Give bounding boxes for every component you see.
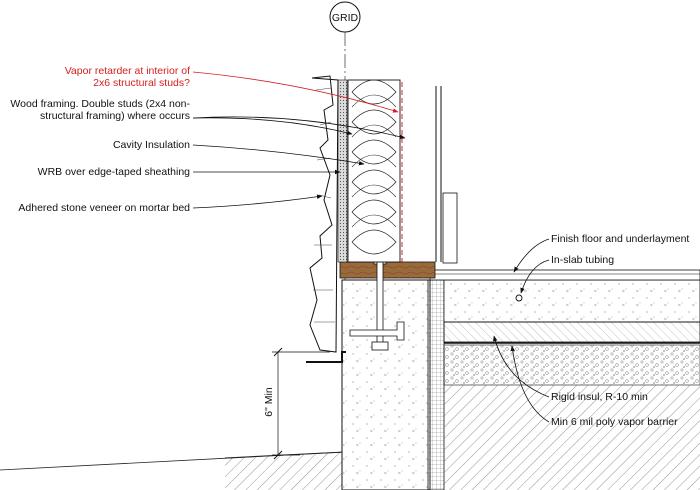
stud-wall bbox=[347, 79, 401, 263]
gravel-base bbox=[443, 344, 700, 386]
rigid-insulation bbox=[443, 321, 700, 343]
callout-vapor-barrier: Min 6 mil poly vapor barrier bbox=[510, 345, 678, 428]
callout-wood-framing: Wood framing. Double studs (2x4 non-stru… bbox=[10, 98, 406, 139]
callout-tubing-text: In-slab tubing bbox=[551, 254, 614, 266]
grid-label: GRID bbox=[332, 12, 359, 24]
callout-stone-veneer: Adhered stone veneer on mortar bed bbox=[18, 194, 323, 214]
callout-framing-line2: structural framing) where occurs bbox=[40, 110, 190, 122]
sheathing-wrb bbox=[337, 79, 348, 263]
callout-cavity-insulation: Cavity Insulation bbox=[113, 139, 365, 166]
callout-wrb-text: WRB over edge-taped sheathing bbox=[38, 166, 191, 178]
callout-floor-text: Finish floor and underlayment bbox=[551, 233, 689, 245]
callout-stone-text: Adhered stone veneer on mortar bed bbox=[18, 202, 190, 214]
callout-rigid-insulation: Rigid insul, R-10 min bbox=[493, 335, 648, 403]
callout-vapor-line2: 2x6 structural studs? bbox=[93, 77, 190, 89]
stone-veneer bbox=[309, 75, 339, 353]
callout-wrb: WRB over edge-taped sheathing bbox=[38, 166, 341, 178]
edge-insulation bbox=[427, 279, 445, 490]
dimension-label: 6" Min bbox=[263, 387, 275, 417]
callout-vapor-line1: Vapor retarder at interior of bbox=[65, 65, 190, 77]
callout-finish-floor: Finish floor and underlayment bbox=[513, 233, 689, 273]
callout-insulation-text: Cavity Insulation bbox=[113, 139, 190, 151]
finish-floor bbox=[429, 269, 700, 281]
sill-plate bbox=[339, 261, 436, 279]
callout-framing-line1: Wood framing. Double studs (2x4 non- bbox=[10, 98, 190, 110]
interior-finish bbox=[435, 86, 458, 264]
callout-poly-text: Min 6 mil poly vapor barrier bbox=[551, 416, 678, 428]
callout-rigid-text: Rigid insul, R-10 min bbox=[551, 391, 648, 403]
foundation-wall bbox=[341, 279, 431, 490]
callout-in-slab-tubing: In-slab tubing bbox=[520, 254, 614, 294]
floor-slab bbox=[443, 279, 700, 323]
exterior-grade bbox=[0, 451, 346, 490]
dimension-6in: 6" Min bbox=[263, 347, 330, 460]
drain-pipe bbox=[349, 321, 405, 341]
weep-screed bbox=[306, 351, 346, 363]
interior-soil bbox=[444, 385, 700, 490]
svg-text:Wood framing. Double studs (2x: Wood framing. Double studs (2x4 non-stru… bbox=[10, 98, 190, 122]
in-slab-tube bbox=[515, 294, 523, 302]
